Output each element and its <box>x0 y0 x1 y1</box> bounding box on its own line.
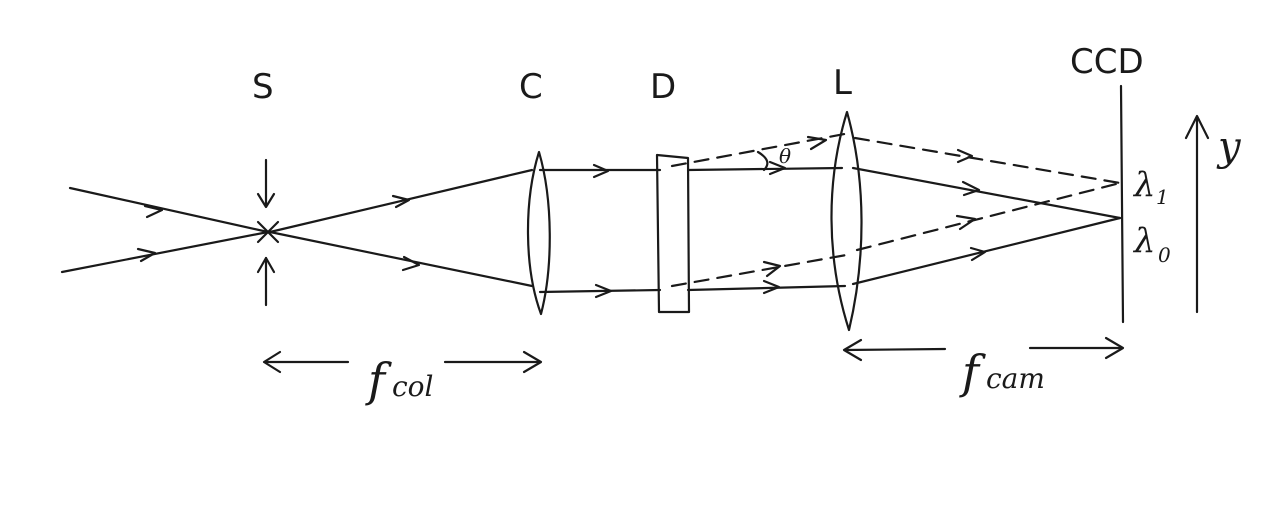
disperser-grating <box>655 153 691 314</box>
collimated-rays <box>538 163 662 299</box>
label-y-axis: y <box>1216 124 1242 170</box>
label-source: S <box>252 67 274 107</box>
label-ccd: CCD <box>1070 42 1144 82</box>
label-f-col: f col <box>365 353 434 407</box>
f-col-dimension <box>262 350 543 374</box>
label-f-cam: f cam <box>959 345 1045 399</box>
svg-text:λ: λ <box>1132 165 1156 205</box>
slit-marker <box>256 158 280 307</box>
svg-text:col: col <box>392 370 434 403</box>
label-collimator: C <box>519 67 543 107</box>
camera-lens <box>830 110 863 332</box>
f-cam-dimension <box>842 336 1125 362</box>
incoming-rays <box>60 186 270 274</box>
focused-diffracted-rays <box>853 136 1122 252</box>
svg-text:1: 1 <box>1156 185 1169 209</box>
angle-label: θ <box>779 144 791 168</box>
label-lambda0: λ 0 <box>1132 221 1171 267</box>
diffracted-rays <box>670 131 854 288</box>
svg-text:f: f <box>365 353 392 407</box>
ccd-detector <box>1119 84 1125 324</box>
svg-text:λ: λ <box>1132 221 1156 261</box>
undeviated-rays <box>686 160 847 295</box>
svg-text:f: f <box>959 345 986 399</box>
collimator-lens <box>526 150 551 316</box>
svg-text:cam: cam <box>986 362 1045 395</box>
svg-text:0: 0 <box>1158 243 1171 267</box>
label-lambda1: λ 1 <box>1132 165 1169 209</box>
focused-rays <box>851 166 1122 286</box>
angle-arc <box>756 150 769 172</box>
label-disperser: D <box>650 67 676 107</box>
label-camera-lens: L <box>833 63 852 103</box>
diverging-rays <box>268 168 534 288</box>
